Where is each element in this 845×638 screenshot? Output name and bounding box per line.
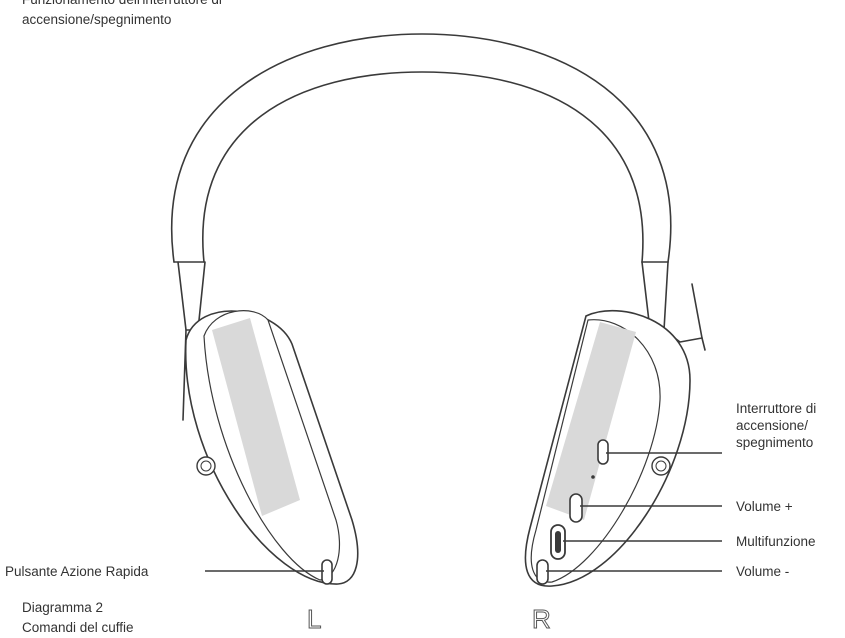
power-switch-label-line2: accensione/ — [736, 418, 809, 433]
headband — [171, 33, 672, 263]
volume-down-button — [536, 559, 549, 585]
right-earcup — [524, 309, 691, 587]
right-hinge-knob — [651, 456, 671, 476]
caption-subtitle: Comandi del cuffie — [22, 620, 134, 635]
caption-title: Diagramma 2 — [22, 600, 104, 615]
left-earcup — [185, 310, 359, 585]
power-operation-line1: Funzionamento dell'interruttore di — [22, 0, 222, 8]
volume-down-label: Volume - — [736, 564, 790, 579]
quick-action-label: Pulsante Azione Rapida — [5, 564, 149, 579]
power-switch-label-line1: Interruttore di — [736, 401, 817, 416]
power-operation-label: Funzionamento dell'interruttore di accen… — [22, 0, 222, 27]
left-pad-band — [212, 318, 300, 516]
right-side-letter: R — [532, 604, 551, 634]
power-switch-label: Interruttore di accensione/ spegnimento — [736, 400, 816, 451]
right-pad-band — [546, 322, 636, 520]
multifunction-label: Multifunzione — [736, 534, 816, 549]
volume-up-button — [569, 493, 583, 523]
volume-up-label: Volume + — [736, 499, 793, 514]
diagram-caption: Diagramma 2 Comandi del cuffie — [22, 598, 134, 638]
left-side-letter: L — [307, 604, 321, 634]
power-indicator — [591, 475, 595, 479]
power-switch — [597, 439, 609, 465]
power-switch-label-line3: spegnimento — [736, 435, 814, 450]
power-operation-line2: accensione/spegnimento — [22, 12, 172, 27]
quick-action-button — [321, 559, 333, 585]
left-hinge-knob — [196, 456, 216, 476]
